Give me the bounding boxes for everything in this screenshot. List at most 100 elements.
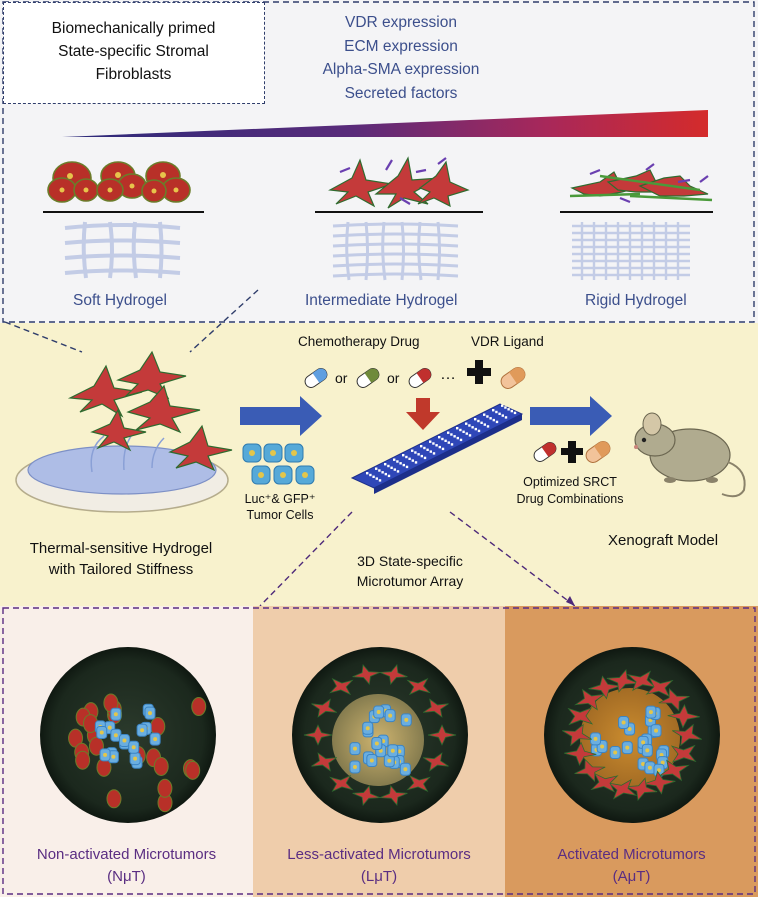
- array-well: [477, 419, 480, 423]
- array-well: [483, 413, 486, 416]
- ellipsis-text: …: [440, 366, 456, 383]
- array-well: [426, 448, 429, 451]
- array-well: [483, 423, 486, 426]
- rigid-hydrogel-grid: [572, 222, 690, 280]
- array-well: [444, 439, 447, 442]
- array-well: [492, 409, 495, 412]
- fibroblast-cell: [645, 677, 674, 698]
- combo-plus-icon: [561, 441, 583, 463]
- fibroblast-cell: [588, 675, 621, 700]
- tumor-nucleus: [625, 745, 630, 750]
- array-well: [423, 456, 427, 460]
- fibroblast-cell: [106, 789, 122, 809]
- array-well: [393, 468, 396, 471]
- fibroblast-cell: [626, 670, 657, 692]
- fibroblast-cell: [75, 750, 91, 770]
- array-well: [495, 420, 499, 424]
- array-well: [456, 427, 459, 430]
- hydrogel-label: Thermal-sensitive Hydrogel with Tailored…: [0, 538, 242, 580]
- tumor-cells-line-2: Tumor Cells: [246, 508, 314, 522]
- array-well: [408, 457, 411, 460]
- soft-hydrogel-label: Soft Hydrogel: [73, 292, 167, 309]
- bottom-panel-border: [2, 607, 756, 895]
- array-well: [429, 440, 432, 443]
- microtumor-activated-icon: [544, 647, 720, 823]
- array-well: [474, 427, 477, 431]
- top-panel-border: [2, 1, 755, 323]
- tumor-nucleus: [645, 748, 650, 753]
- expression-secreted: Secreted factors: [344, 84, 458, 102]
- array-well: [387, 464, 390, 468]
- array-label-line-1: 3D State-specific: [357, 553, 463, 569]
- array-well: [435, 444, 438, 447]
- tumor-nucleus: [659, 753, 664, 758]
- fibroblast-cell: [606, 668, 639, 693]
- panel-non-activated: Non-activated Microtumors (NμT): [0, 606, 253, 897]
- drug-combo-line-1: Optimized SRCT: [523, 475, 617, 489]
- array-well: [378, 469, 381, 472]
- array-well: [465, 432, 468, 435]
- array-well: [501, 414, 504, 417]
- non-activated-abbr: (NμT): [107, 868, 146, 885]
- less-activated-name: Less-activated Microtumors: [287, 846, 471, 863]
- array-well: [477, 429, 481, 433]
- array-well: [432, 452, 436, 455]
- expression-alpha-sma: Alpha-SMA expression: [322, 61, 480, 78]
- array-well: [513, 411, 517, 415]
- array-well: [390, 466, 393, 469]
- tumor-nucleus: [390, 748, 395, 753]
- xenograft-label: Xenograft Model: [608, 532, 719, 549]
- array-well: [420, 445, 423, 448]
- array-well: [381, 471, 384, 474]
- array-well: [372, 475, 375, 478]
- fibroblast-cluster-icon: [67, 350, 233, 472]
- non-activated-label: Non-activated Microtumors (NμT): [0, 844, 253, 888]
- array-well: [468, 424, 471, 427]
- intermediate-ecm-fibers: [339, 157, 447, 205]
- array-well: [396, 470, 400, 473]
- array-well: [447, 431, 450, 434]
- tumor-nucleus: [621, 720, 626, 725]
- pill-green-icon: [356, 368, 380, 388]
- tumor-nucleus: [374, 741, 379, 746]
- array-well: [492, 418, 495, 422]
- array-well: [366, 472, 369, 475]
- hydrogel-label-line-1: Thermal-sensitive Hydrogel: [29, 540, 213, 557]
- tumor-nucleus: [99, 730, 104, 735]
- array-well: [453, 435, 456, 438]
- fibroblast-cell: [574, 758, 606, 783]
- panel-less-activated: Less-activated Microtumors (LμT): [253, 606, 505, 897]
- fibroblast-cell: [303, 724, 333, 746]
- fibroblast-cell: [564, 741, 597, 766]
- array-well: [468, 434, 472, 437]
- connector-arrowhead: [566, 596, 575, 606]
- intermediate-hydrogel-grid: [332, 221, 459, 281]
- array-well: [411, 449, 414, 452]
- array-label-line-2: Microtumor Array: [356, 573, 464, 589]
- tumor-cells-label: Luc⁺& GFP⁺ Tumor Cells: [240, 491, 320, 523]
- tumor-nucleus: [352, 746, 357, 751]
- rigid-hydrogel-label: Rigid Hydrogel: [585, 292, 687, 309]
- fibroblast-cell: [311, 698, 338, 718]
- array-well: [462, 430, 465, 433]
- drug-combo-label: Optimized SRCT Drug Combinations: [500, 474, 640, 508]
- tumor-nucleus: [122, 738, 127, 743]
- fibroblast-cell: [607, 778, 638, 800]
- array-well: [405, 465, 409, 469]
- array-well: [414, 461, 418, 464]
- tumor-nucleus: [365, 726, 370, 731]
- chemo-label: Chemotherapy Drug: [298, 334, 420, 349]
- fibroblast-cell: [658, 759, 690, 782]
- array-well: [504, 416, 508, 419]
- array-well: [450, 443, 454, 446]
- array-well: [480, 421, 483, 424]
- tumor-nucleus: [111, 754, 116, 759]
- fibroblast-cell: [590, 772, 619, 793]
- down-arrow: [406, 398, 440, 430]
- tumor-nucleus: [388, 713, 393, 718]
- tumor-nucleus: [600, 744, 605, 749]
- array-well: [486, 415, 489, 418]
- tumor-nucleus: [656, 768, 661, 773]
- array-well: [498, 412, 501, 415]
- activated-label: Activated Microtumors (AμT): [505, 844, 758, 888]
